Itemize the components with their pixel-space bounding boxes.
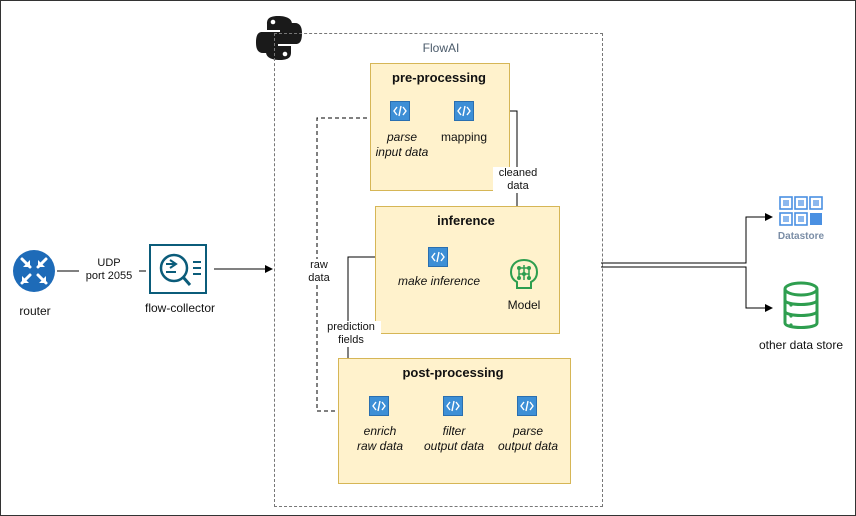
mapping-code-icon[interactable] <box>454 101 474 121</box>
code-glyph-icon <box>393 105 407 117</box>
raw-data-text: raw data <box>308 259 330 284</box>
router-label: router <box>19 304 51 318</box>
parse-input-code-icon[interactable] <box>390 101 410 121</box>
cleaned-data-text: cleaned data <box>498 167 538 192</box>
parse-input-label: parse input data <box>375 130 429 159</box>
raw-data-label: raw data <box>301 259 337 285</box>
enrich-label: enrich raw data <box>356 424 404 453</box>
prediction-fields-label: prediction fields <box>321 321 381 347</box>
flowai-to-other-store-edge <box>601 266 773 312</box>
code-glyph-icon <box>372 400 386 412</box>
flowai-to-datastore-edge <box>601 213 773 264</box>
datastore-grid-icon[interactable] <box>778 195 824 229</box>
code-glyph-icon <box>520 400 534 412</box>
other-data-store-label: other data store <box>758 338 844 352</box>
filter-code-icon[interactable] <box>443 396 463 416</box>
make-inference-code-icon[interactable] <box>428 247 448 267</box>
preprocessing-title: pre-processing <box>392 70 486 85</box>
model-label: Model <box>507 298 541 312</box>
filter-label: filter output data <box>423 424 485 453</box>
parse-output-code-icon[interactable] <box>517 396 537 416</box>
flow-collector-icon[interactable] <box>149 244 207 294</box>
flow-collector-label: flow-collector <box>144 301 216 315</box>
router-icon[interactable] <box>12 249 56 293</box>
datastore-label: Datastore <box>777 231 825 242</box>
inference-title: inference <box>437 213 495 228</box>
udp-port-text: UDP port 2055 <box>85 257 133 282</box>
parse-output-label: parse output data <box>497 424 559 453</box>
postprocessing-group <box>338 358 571 484</box>
mapping-label: mapping <box>440 130 488 144</box>
flowai-title: FlowAI <box>422 41 460 55</box>
postprocessing-title: post-processing <box>402 365 504 380</box>
code-glyph-icon <box>446 400 460 412</box>
ai-model-icon[interactable] <box>507 257 541 291</box>
database-cylinder-icon[interactable] <box>782 281 820 331</box>
code-glyph-icon <box>457 105 471 117</box>
cleaned-data-label: cleaned data <box>493 167 543 193</box>
udp-port-label: UDP port 2055 <box>79 257 139 283</box>
make-inference-label: make inference <box>397 274 481 288</box>
flowai-container <box>274 33 603 507</box>
prediction-fields-text: prediction fields <box>327 321 375 346</box>
preprocessing-group <box>370 63 510 191</box>
code-glyph-icon <box>431 251 445 263</box>
enrich-code-icon[interactable] <box>369 396 389 416</box>
